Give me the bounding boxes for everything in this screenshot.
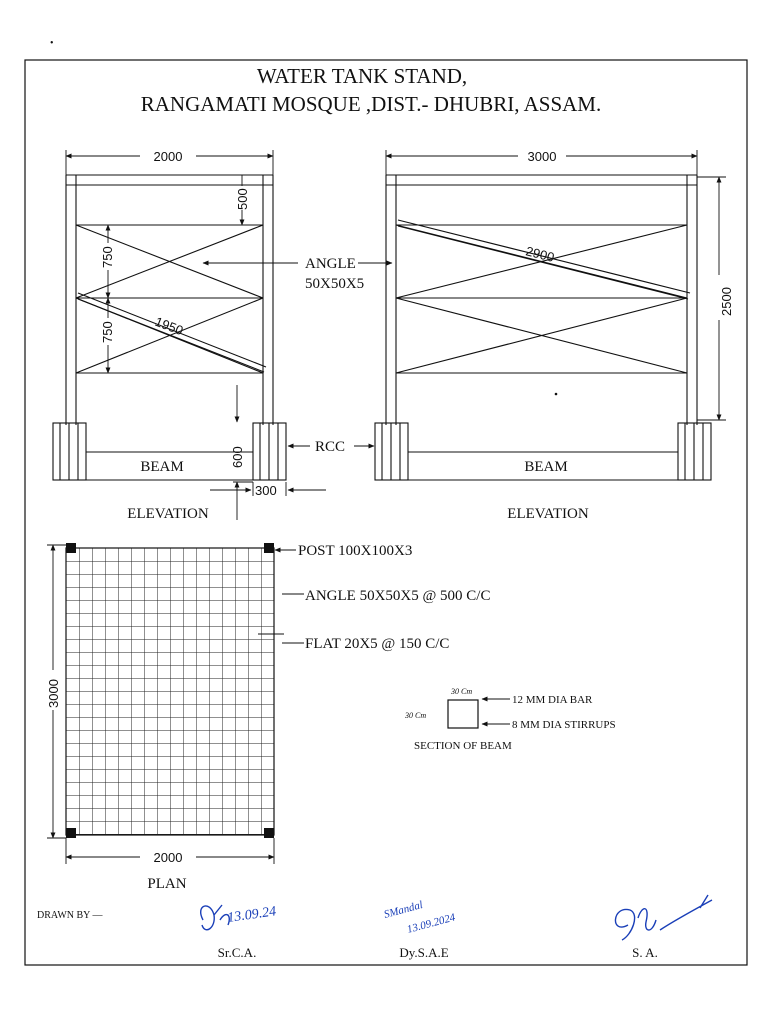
post-note: POST 100X100X3 — [298, 543, 412, 559]
post-marker — [264, 828, 274, 838]
left-elevation — [52, 174, 287, 481]
signature-date-1: 13.09.24 — [226, 904, 277, 926]
post-marker — [66, 828, 76, 838]
plan-caption: PLAN — [147, 876, 186, 892]
right-beam-label: BEAM — [524, 459, 567, 475]
rcc-callout: RCC — [315, 439, 345, 455]
right-elevation-dimensions — [385, 150, 726, 421]
scan-mark: • — [50, 38, 54, 49]
left-width-dim: 2000 — [154, 149, 183, 164]
section-caption: SECTION OF BEAM — [414, 740, 512, 752]
left-top-dim: 500 — [235, 188, 250, 210]
left-elevation-caption: ELEVATION — [127, 506, 209, 522]
right-width-dim: 3000 — [528, 149, 557, 164]
sheet-border — [24, 59, 748, 966]
right-height-dim: 2500 — [719, 287, 734, 316]
plan-dimensions — [47, 544, 304, 864]
flat-note: FLAT 20X5 @ 150 C/C — [305, 636, 449, 652]
title-line-1: WATER TANK STAND, — [257, 64, 467, 88]
signature-date-2: 13.09.2024 — [406, 911, 457, 936]
sr-ca-role: Sr.C.A. — [218, 945, 257, 960]
bar-note: 12 MM DIA BAR — [512, 694, 593, 706]
right-elevation — [374, 174, 712, 481]
signature-sa — [614, 894, 713, 941]
angle-callout-line-2: 50X50X5 — [305, 276, 364, 292]
left-elevation-dimensions — [65, 150, 326, 520]
scan-dot — [554, 392, 558, 396]
post-marker — [66, 543, 76, 553]
signature-sr-ca — [200, 904, 230, 931]
plan-width-dim: 2000 — [154, 850, 183, 865]
left-beam-label: BEAM — [140, 459, 183, 475]
sa-role: S. A. — [632, 945, 658, 960]
signature-name-2: SMandal — [383, 899, 424, 921]
beam-section-side-dim: 30 Cm — [404, 711, 426, 720]
dy-sae-role: Dy.S.A.E — [399, 945, 448, 960]
post-marker — [264, 543, 274, 553]
angle-note: ANGLE 50X50X5 @ 500 C/C — [305, 588, 490, 604]
plan-view — [65, 543, 275, 838]
title-line-2: RANGAMATI MOSQUE ,DIST.- DHUBRI, ASSAM. — [141, 92, 601, 116]
post-base-dim: 300 — [255, 483, 277, 498]
left-lower-panel-dim: 750 — [100, 321, 115, 343]
beam-section-top-dim: 30 Cm — [450, 687, 472, 696]
plan-height-dim: 3000 — [46, 679, 61, 708]
left-upper-panel-dim: 750 — [100, 246, 115, 268]
right-diagonal-dim: 2900 — [524, 243, 556, 265]
stirrup-note: 8 MM DIA STIRRUPS — [512, 719, 616, 731]
beam-depth-dim: 600 — [230, 446, 245, 468]
right-elevation-caption: ELEVATION — [507, 506, 589, 522]
angle-callout-line-1: ANGLE — [305, 256, 356, 272]
drawn-by-label: DRAWN BY — — [37, 910, 103, 921]
beam-section — [447, 696, 510, 729]
